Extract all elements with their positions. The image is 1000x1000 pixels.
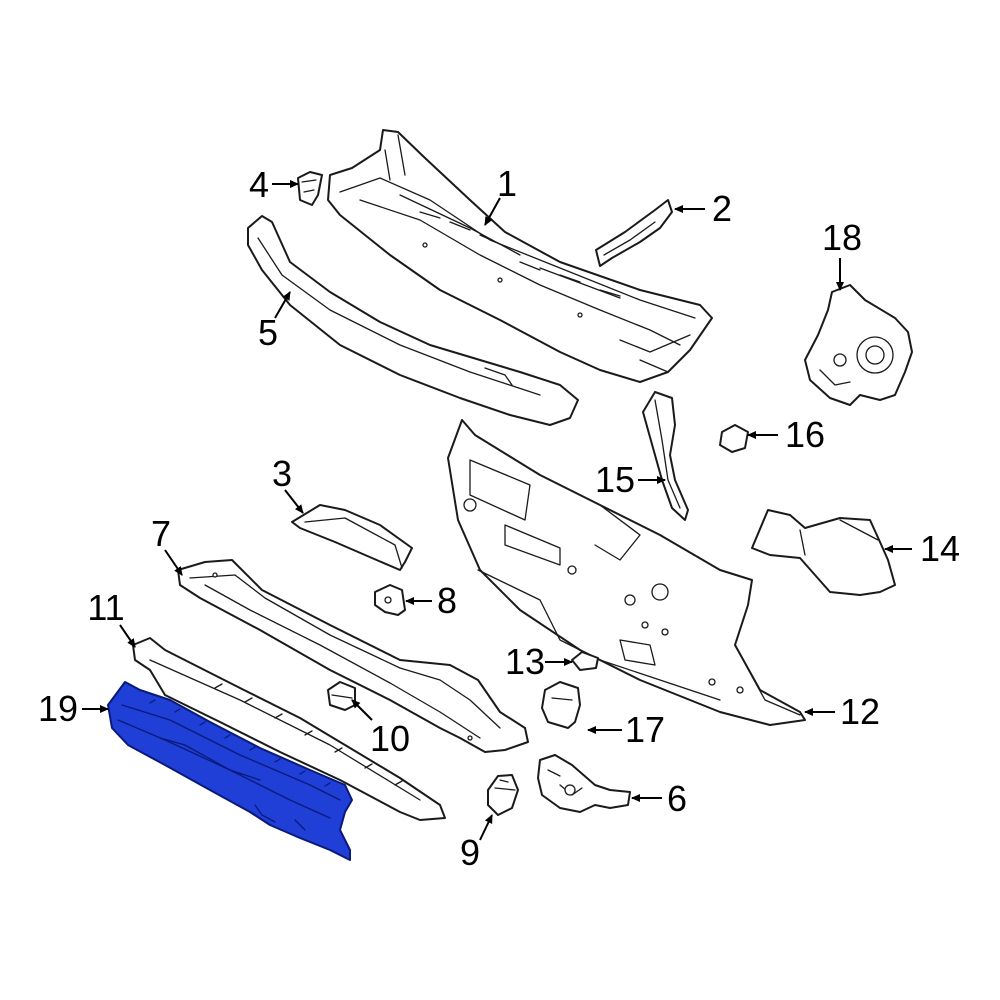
callout-7: 7 — [151, 513, 171, 554]
part-3-filler-panel[interactable] — [291, 504, 413, 571]
part-4-bracket[interactable] — [297, 171, 323, 206]
callout-2: 2 — [712, 188, 732, 229]
part-19-lower-cowl-panel[interactable] — [107, 681, 353, 861]
callout-12: 12 — [840, 691, 880, 732]
part-12-dash-panel[interactable] — [447, 419, 806, 726]
part-5-reinforcement[interactable] — [247, 215, 579, 426]
callout-8: 8 — [437, 580, 457, 621]
callout-19: 19 — [38, 688, 78, 729]
callout-4: 4 — [249, 164, 269, 205]
part-7-cowl-rail[interactable] — [177, 559, 529, 753]
part-9-mount[interactable] — [487, 774, 519, 816]
part-13-clip[interactable] — [571, 651, 599, 671]
part-6-bracket[interactable] — [537, 754, 631, 813]
callout-1: 1 — [497, 163, 517, 204]
part-1-cowl-panel[interactable] — [327, 129, 713, 383]
callout-18: 18 — [822, 217, 862, 258]
callout-6: 6 — [667, 778, 687, 819]
callout-16: 16 — [785, 414, 825, 455]
part-15-pillar-bracket[interactable] — [642, 391, 689, 521]
part-11-cross-member[interactable] — [132, 637, 446, 821]
part-2-bracket[interactable] — [595, 199, 673, 267]
part-8-bracket[interactable] — [374, 584, 406, 616]
part-14-insulator[interactable] — [751, 509, 896, 596]
part-16-clip[interactable] — [719, 424, 749, 453]
callout-11: 11 — [87, 587, 124, 628]
callout-10: 10 — [370, 718, 410, 759]
callout-15: 15 — [595, 459, 635, 500]
callout-labels: 1 2 3 4 5 6 7 8 9 10 11 12 13 14 15 16 1… — [38, 163, 960, 873]
part-10-bracket[interactable] — [327, 681, 356, 711]
part-17-cover[interactable] — [541, 681, 581, 729]
callout-13: 13 — [505, 641, 545, 682]
callout-14: 14 — [920, 528, 960, 569]
callout-9: 9 — [460, 832, 480, 873]
callout-5: 5 — [258, 312, 278, 353]
part-18-side-bracket[interactable] — [804, 284, 913, 406]
callout-3: 3 — [272, 453, 292, 494]
leader-lines — [82, 180, 912, 841]
callout-17: 17 — [625, 709, 665, 750]
